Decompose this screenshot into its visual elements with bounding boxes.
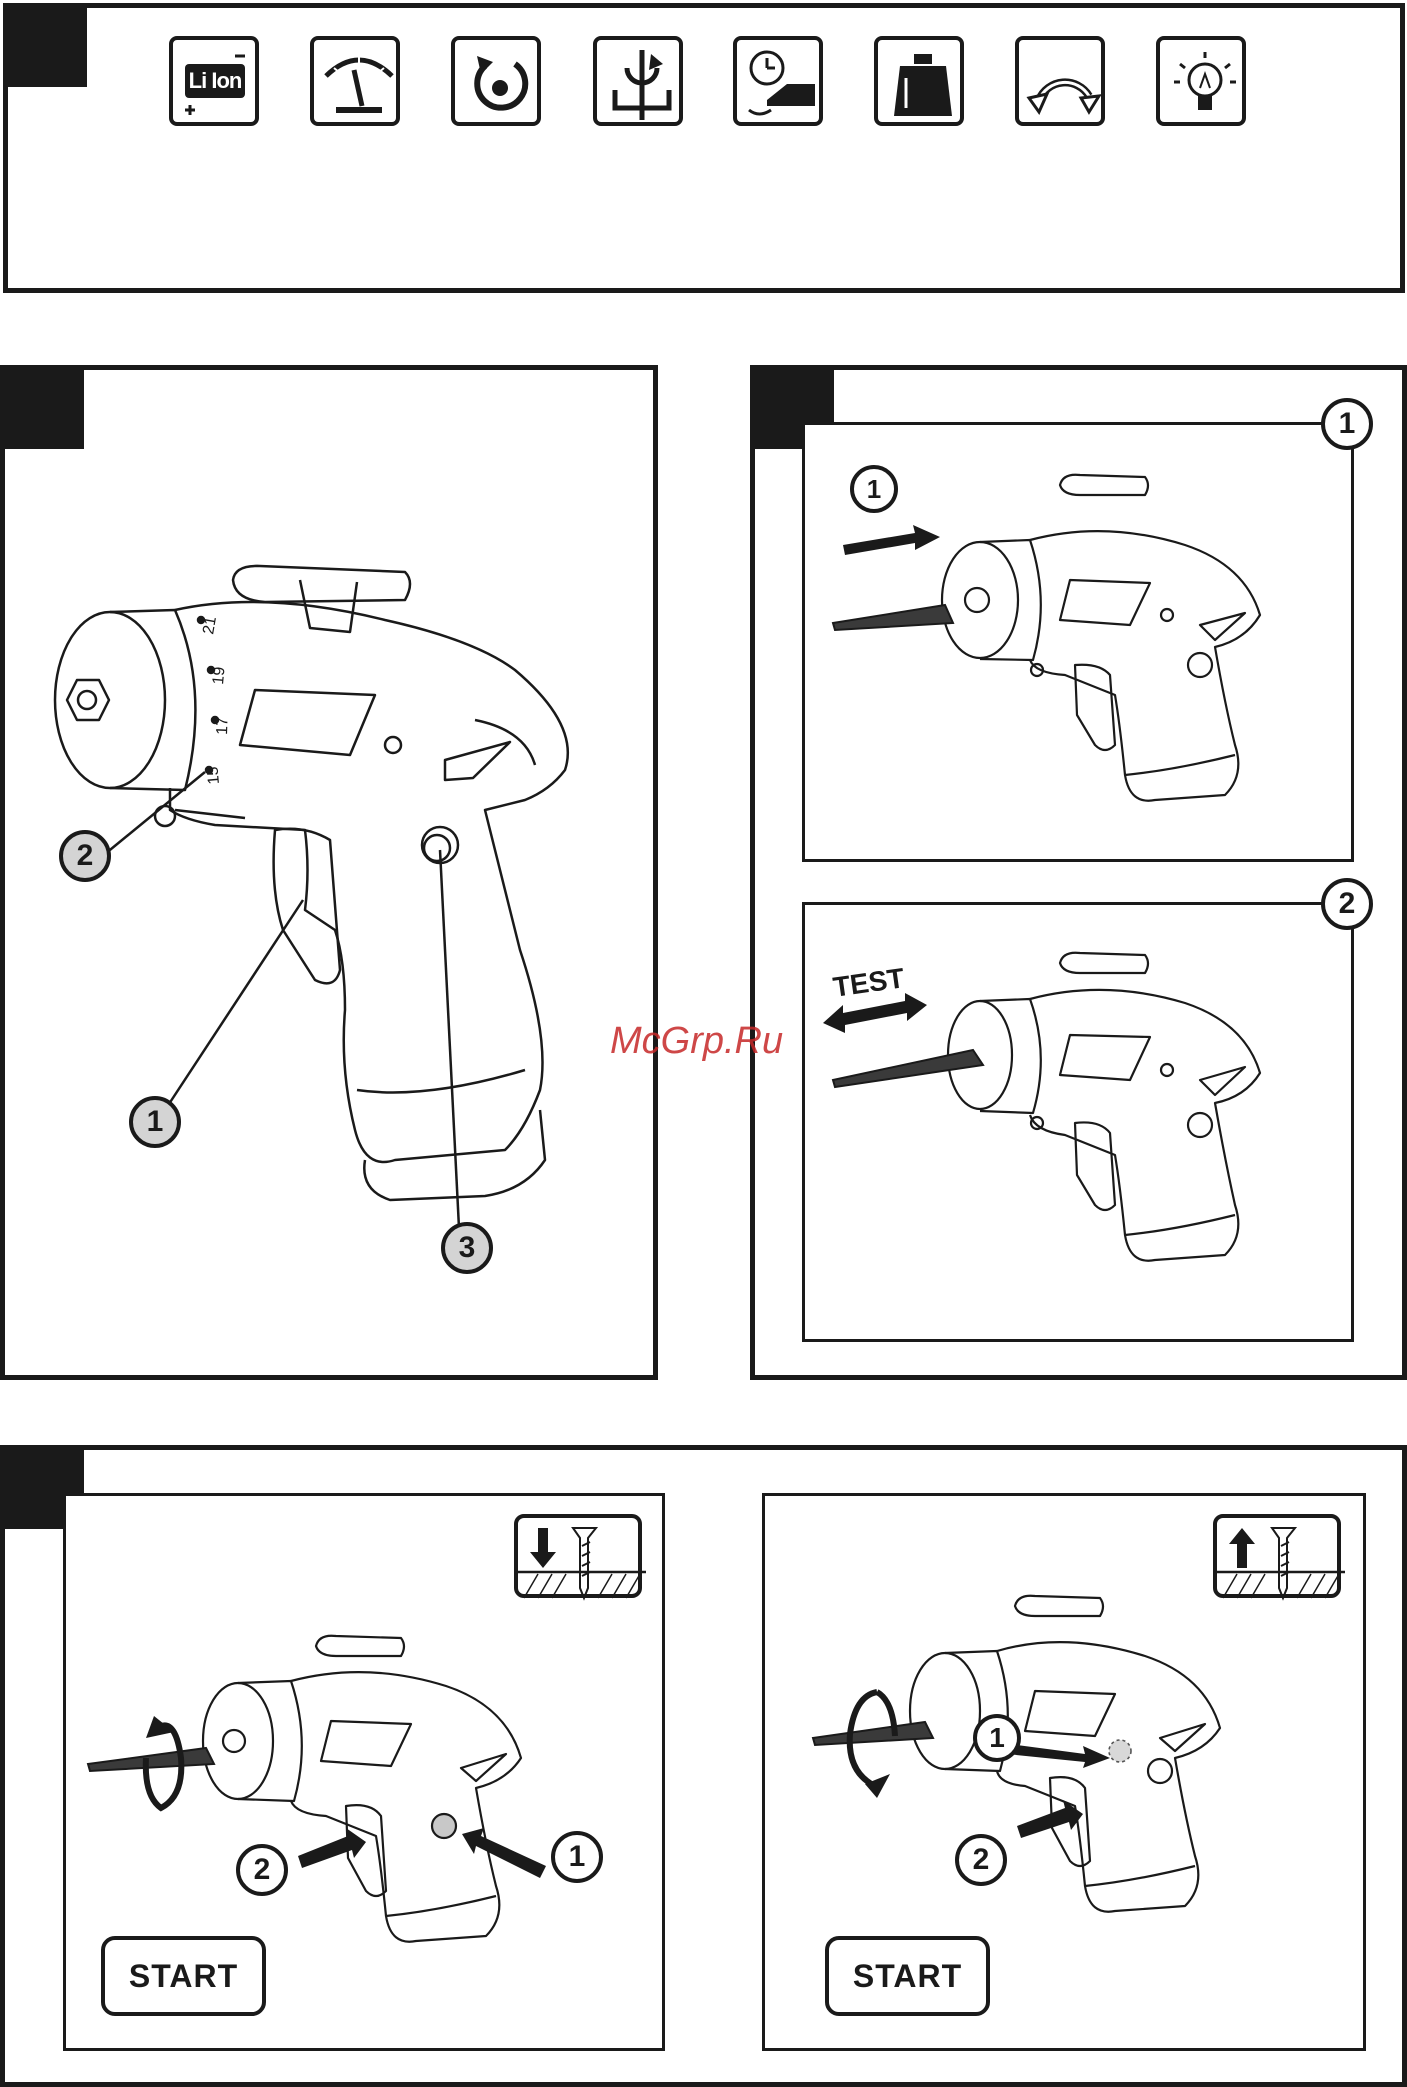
- dial-number: 19: [210, 666, 228, 685]
- screw-out-start-label: START: [825, 1936, 990, 2016]
- rotation-icon: [451, 36, 541, 126]
- step-1-badge: 1: [1321, 398, 1373, 450]
- bit-insertion-panel: 1 1 TEST 2: [750, 365, 1407, 1380]
- battery-terminals: [173, 40, 263, 130]
- screw-in-callout-2: 2: [236, 1844, 288, 1896]
- callout-1: 1: [129, 1096, 181, 1148]
- figure-tab-1: [7, 7, 87, 87]
- step-2-badge: 2: [1321, 878, 1373, 930]
- parts-diagram-panel: 21 19 17 15 2 1 3: [0, 365, 658, 1380]
- dial-number: 15: [204, 766, 222, 785]
- dial-number: 17: [214, 717, 232, 735]
- screwdriver-illustration: 21 19 17 15: [5, 370, 663, 1385]
- screw-out-frame: 1 2 START: [762, 1493, 1366, 2051]
- screw-in-callout-1: 1: [551, 1831, 603, 1883]
- step-2-frame: TEST: [802, 902, 1354, 1342]
- screw-in-frame: 2 1 START: [63, 1493, 665, 2051]
- light-bulb-icon: [1156, 36, 1246, 126]
- watermark: McGrp.Ru: [610, 1020, 783, 1063]
- dial-number: 21: [200, 615, 220, 636]
- chuck-holder-icon: [593, 36, 683, 126]
- charging-time-icon: [733, 36, 823, 126]
- callout-2: 2: [59, 830, 111, 882]
- screw-out-callout-2: 2: [955, 1834, 1007, 1886]
- screw-in-start-label: START: [101, 1936, 266, 2016]
- step-1-arrow-callout: 1: [850, 465, 898, 513]
- icon-strip-panel: Li Ion: [3, 3, 1405, 293]
- li-ion-battery-icon: Li Ion: [169, 36, 259, 126]
- operation-panel: 2 1 START: [0, 1445, 1407, 2087]
- torque-gauge-icon: [310, 36, 400, 126]
- weight-icon: [874, 36, 964, 126]
- screw-out-callout-1: 1: [973, 1714, 1021, 1762]
- step-1-frame: 1: [802, 422, 1354, 862]
- callout-3: 3: [441, 1222, 493, 1274]
- reverse-rotation-icon: [1015, 36, 1105, 126]
